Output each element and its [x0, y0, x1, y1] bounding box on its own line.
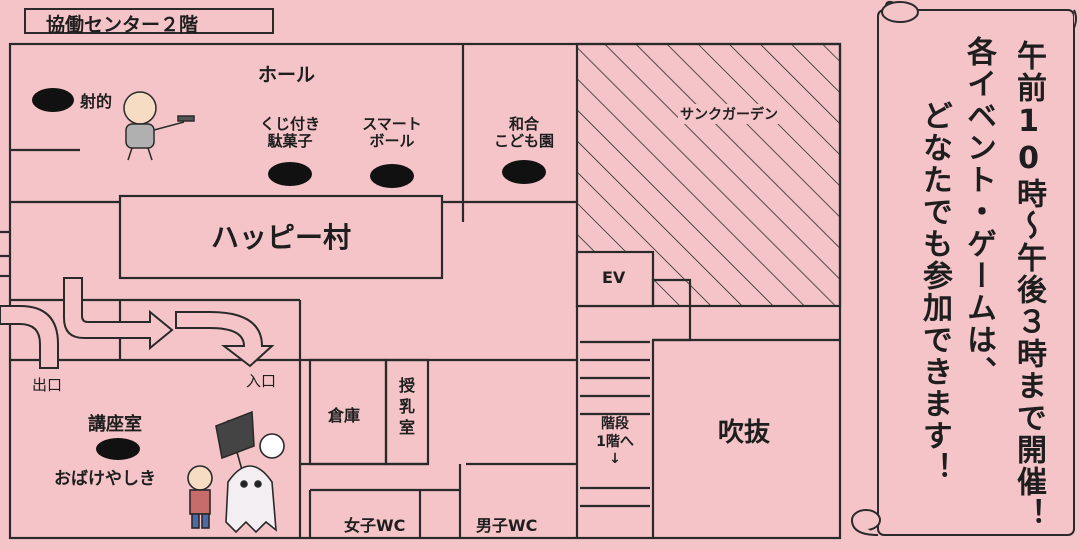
floor-title-box: 協働センター２階: [24, 8, 274, 36]
storage-label: 倉庫: [328, 406, 361, 425]
lottery-candy-label: くじ付き 駄菓子: [259, 115, 320, 151]
shooting-marker: [32, 88, 74, 112]
scroll-line-3: どなたでも参加できます！: [917, 100, 952, 484]
smart-ball-label: スマート ボール: [362, 115, 422, 151]
nursing-room-label: 授 乳 室: [398, 376, 415, 437]
entrance-label: 入口: [246, 372, 277, 390]
floor-title: 協働センター２階: [46, 14, 199, 36]
exit-label: 出口: [32, 376, 63, 394]
stairs-label: 階段 1階へ ↓: [580, 416, 650, 469]
shooting-label: 射的: [80, 92, 113, 111]
happy-village-label: ハッピー村: [210, 221, 351, 254]
sunk-garden-label: サンクガーデン: [678, 104, 780, 124]
hall-label: ホール: [258, 64, 316, 86]
wago-kindergarten-marker: [502, 160, 546, 184]
wago-kindergarten-label: 和合 こども園: [493, 115, 554, 151]
atrium-label: 吹抜: [718, 418, 771, 448]
haunted-house-label: おばけやしき: [54, 469, 156, 489]
haunted-house-marker: [96, 438, 140, 460]
lottery-candy-marker: [268, 162, 312, 186]
scroll-line-1: 午前10時〜午後３時まで開催！: [1011, 40, 1046, 530]
smart-ball-marker: [370, 164, 414, 188]
lecture-room-label: 講座室: [88, 414, 142, 435]
women-wc-label: 女子WC: [344, 516, 406, 535]
men-wc-label: 男子WC: [476, 516, 538, 535]
scroll-line-2: 各イベント・ゲームは、: [961, 36, 996, 388]
ev-label: EV: [602, 268, 626, 287]
